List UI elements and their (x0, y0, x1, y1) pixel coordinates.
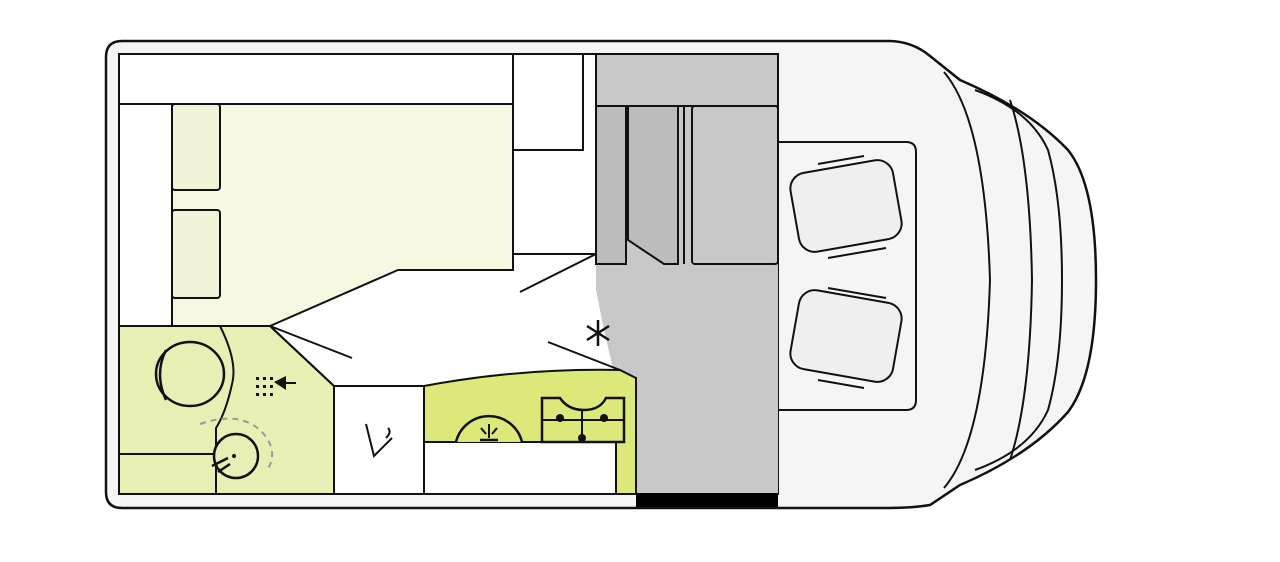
cab-seat-passenger-armrest-top (827, 287, 887, 299)
cab-seat-passenger (789, 287, 903, 389)
water-drop (256, 385, 259, 388)
washbasin-drain (232, 454, 236, 458)
water-drop (263, 377, 266, 380)
hanger-body (365, 423, 393, 458)
sink-tap (491, 427, 498, 435)
dinette-seat-left (595, 105, 627, 265)
overhead-cabinet (595, 53, 779, 107)
bonnet-line (1009, 99, 1034, 461)
bed-pillow-1 (171, 103, 221, 191)
water-drop (263, 393, 266, 396)
shower-water (256, 377, 273, 396)
step-line-1 (269, 325, 353, 359)
snowflake-arm (586, 324, 610, 342)
dinette-table (627, 105, 679, 265)
kitchen-sink-icon (454, 415, 524, 443)
wardrobe (333, 385, 425, 495)
snowflake-icon (586, 320, 610, 346)
water-drop (263, 385, 266, 388)
shower-head (274, 376, 286, 390)
washbasin-tap (217, 462, 231, 474)
cab-front (943, 71, 1064, 489)
gas-hob-icon (540, 396, 626, 444)
cab-seat-driver-cushion (789, 159, 903, 253)
water-drop (270, 385, 273, 388)
kitchen-lower-cabinet (423, 441, 617, 495)
dinette-seat-right (691, 105, 779, 265)
cab-seat-passenger-armrest-bottom (817, 379, 865, 389)
windscreen-inner (974, 89, 1064, 471)
floor-lines (269, 253, 621, 371)
windscreen-outer (943, 71, 992, 489)
cab-seat-passenger-cushion (789, 289, 903, 383)
hob-burner (600, 414, 608, 422)
hob-burner (556, 414, 564, 422)
step-line-2 (519, 253, 597, 293)
hanger-hook (385, 427, 391, 439)
cab-seat-driver-armrest-bottom (827, 247, 887, 259)
coat-hanger-icon (365, 423, 393, 458)
water-drop (270, 377, 273, 380)
water-drop (256, 377, 259, 380)
washroom-partition (215, 325, 235, 494)
toilet-icon (154, 340, 226, 408)
shower-icon (256, 376, 296, 396)
washbasin-tap (211, 456, 229, 468)
step-line-3 (547, 341, 621, 371)
toilet-bowl (154, 340, 226, 408)
cab-seat-driver (789, 155, 903, 259)
sink-tap (480, 427, 487, 435)
toilet-tank (158, 349, 168, 401)
wardrobe-top (512, 53, 584, 151)
water-drop (270, 393, 273, 396)
hob-burner (578, 434, 586, 442)
door-swing-arc (199, 417, 273, 473)
cab-seat-driver-armrest-top (817, 155, 865, 165)
entrance-door (636, 493, 778, 507)
washroom-left-edge (269, 325, 335, 387)
bed-side-cabinet (118, 103, 173, 327)
bed-pillow-2 (171, 209, 221, 299)
water-drop (256, 393, 259, 396)
bed-headboard-cabinet (118, 53, 514, 105)
washbasin-icon (199, 417, 273, 480)
